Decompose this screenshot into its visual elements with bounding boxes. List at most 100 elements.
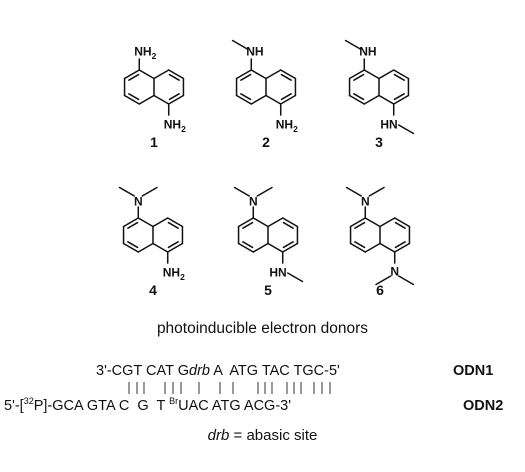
double-bond [353,93,365,101]
ring-bond [393,242,411,253]
ring-bond [122,242,140,253]
ring-bond [250,94,267,105]
amino-group-bottom: NH2 [276,117,298,134]
ring-bond [265,69,282,80]
methyl-bond [256,186,273,197]
double-bond [282,241,294,249]
ring-bond [153,94,170,105]
methyl-bond [344,39,362,50]
dimethylamino-group-top: N [134,194,143,208]
compound-number-2: 2 [262,134,270,150]
ring-bond [137,217,154,228]
ring-bond [235,94,253,105]
double-bond [168,93,180,101]
methyl-bond [368,186,385,197]
abasic-site-label: drb [189,363,210,379]
ring-bond [281,217,299,228]
double-bond [394,241,406,249]
methylamino-group-bottom: HN [380,117,397,131]
ring-bond [348,94,366,105]
double-bond [127,221,139,229]
ring-bond [378,94,395,105]
odn2-sequence-start: 5'-[ [4,398,24,414]
methyl-bond [397,124,415,135]
methyl-bond [286,272,304,283]
scheme-caption: photoinducible electron donors [156,320,369,337]
double-bond [168,73,180,81]
ring-bond [392,94,410,105]
ring-bond [349,217,367,228]
amino-group-bottom: NH2 [164,117,186,134]
methyl-bond [233,186,251,197]
ring-bond [279,94,297,105]
amino-group-bottom: NH2 [163,265,185,282]
methyl-bond [397,275,415,286]
methyl-bond [345,186,363,197]
abasic-legend-term: drb [207,427,230,444]
double-bond [393,93,405,101]
double-bond [128,73,140,81]
ring-bond [379,217,396,228]
ring-bond [250,69,267,80]
odn1-sequence: 3'-CGT CAT Gdrb A ATG TAC TGC-5' [96,364,340,379]
double-bond [354,241,366,249]
ring-bond [166,217,184,228]
isotope-superscript: 32 [23,396,34,406]
double-bond [127,241,139,249]
ring-bond [152,242,169,253]
ring-bond [364,217,381,228]
methylamino-group-bottom: HN [269,265,286,279]
ring-bond [363,69,380,80]
odn1-sequence-5prime-part: 3'-CGT CAT G [96,363,190,379]
ring-bond [166,242,184,253]
dimethylamino-group-top: N [361,194,370,208]
ring-bond [252,242,269,253]
double-bond [128,93,140,101]
ring-bond [237,242,255,253]
ring-bond [152,217,169,228]
double-bond [282,221,294,229]
double-bond [167,221,179,229]
ring-bond [167,69,185,80]
ring-bond [281,242,299,253]
compound-number-1: 1 [150,134,158,150]
ring-bond [237,217,255,228]
double-bond [240,93,252,101]
ring-bond [137,242,154,253]
odn1-sequence-3prime-part: A ATG TAC TGC-5' [209,363,340,379]
double-bond [393,73,405,81]
abasic-legend: drb = abasic site [0,428,525,443]
ring-bond [252,217,269,228]
ring-bond [349,242,367,253]
double-bond [240,73,252,81]
odn2-sequence: 5'-[32P]-GCA GTA C G T BrUAC ATG ACG-3' [4,396,291,414]
ring-bond [267,217,284,228]
ring-bond [265,94,282,105]
bromo-superscript: Br [169,396,179,406]
double-bond [280,73,292,81]
ring-bond [153,69,170,80]
dimethylamino-group-bottom: N [390,264,399,278]
ring-bond [123,94,141,105]
compound-number-5: 5 [264,282,272,298]
methyl-bond [231,39,249,50]
methyl-bond [375,275,392,286]
methylamino-group-top: NH [359,44,376,58]
compound-number-6: 6 [376,282,384,298]
double-bond [354,221,366,229]
ring-bond [267,242,284,253]
ring-bond [364,242,381,253]
ring-bond [348,69,366,80]
odn2-label: ODN2 [463,398,504,414]
odn1-label: ODN1 [453,363,494,379]
ring-bond [379,242,396,253]
ring-bond [378,69,395,80]
methyl-bond [141,186,158,197]
